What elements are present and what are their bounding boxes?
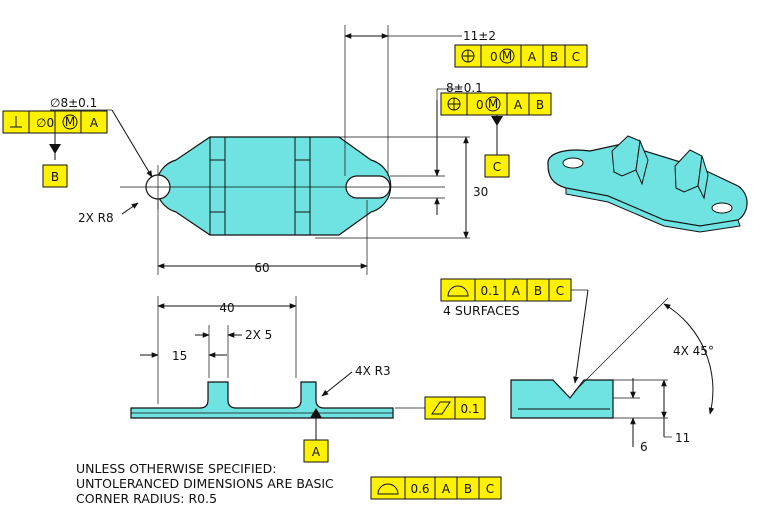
- profile-value: 0.1: [480, 284, 499, 298]
- dim-overall-length: 60: [254, 261, 269, 275]
- fcf-right-modifier: M: [488, 97, 498, 111]
- fcf-perp-datum: A: [90, 116, 99, 130]
- dim-depth: 6: [640, 440, 648, 454]
- profile-ref-a: A: [512, 284, 521, 298]
- fcf-slot-ref-c: C: [572, 50, 580, 64]
- profile-ref-b: B: [534, 284, 542, 298]
- side-view: 0.1 A B C 4 SURFACES 4X 45° 11 6: [440, 278, 715, 454]
- fcf-perp-tol: ∅0: [36, 116, 54, 130]
- fcf-slot-ref-b: B: [550, 50, 558, 64]
- general-profile-ref-a: A: [442, 482, 451, 496]
- general-profile-ref-c: C: [486, 482, 494, 496]
- flatness-value: 0.1: [460, 402, 479, 416]
- dim-height: 11: [675, 431, 690, 445]
- surfaces-note: 4 SURFACES: [443, 303, 520, 318]
- dim-radius-note: 4X R3: [355, 364, 391, 378]
- angle-note: 4X 45°: [673, 344, 714, 358]
- dim-tab-offset: 15: [172, 349, 187, 363]
- general-notes: UNLESS OTHERWISE SPECIFIED: UNTOLERANCED…: [76, 461, 502, 506]
- isometric-view: [547, 135, 748, 233]
- dim-tab-spacing: 40: [219, 301, 234, 315]
- general-profile-ref-b: B: [464, 482, 472, 496]
- dim-hole-right: 8±0.1: [446, 81, 483, 95]
- top-view: 60 30 11±2 8±0.1 ∅8±0.1 2X R8: [50, 25, 496, 275]
- dim-hole-left: ∅8±0.1: [50, 96, 97, 110]
- datum-a: A: [312, 445, 321, 459]
- datum-c: C: [493, 160, 501, 174]
- dim-tab-width: 2X 5: [245, 328, 272, 342]
- profile-ref-c: C: [556, 284, 564, 298]
- top-view-outline: [155, 136, 392, 236]
- datum-b: B: [51, 170, 59, 184]
- dim-overall-height: 30: [473, 185, 488, 199]
- fcf-slot-tol: 0: [490, 50, 498, 64]
- fcf-perp-modifier: M: [65, 115, 75, 129]
- fcf-slot-ref-a: A: [528, 50, 537, 64]
- fcf-position-slot: 0 M A B C: [454, 44, 588, 68]
- dim-end-radius: 2X R8: [78, 211, 114, 225]
- fcf-right-tol: 0: [476, 98, 484, 112]
- fcf-right-ref-b: B: [536, 98, 544, 112]
- general-profile-value: 0.6: [410, 482, 429, 496]
- fcf-slot-modifier: M: [502, 49, 512, 63]
- fcf-right-ref-a: A: [514, 98, 523, 112]
- fcf-perpendicular: ∅0 M A B: [2, 110, 108, 188]
- fcf-position-right: 0 M A B C: [440, 92, 552, 178]
- note-line-2: UNTOLERANCED DIMENSIONS ARE BASIC: [76, 476, 334, 491]
- note-line-3: CORNER RADIUS: R0.5: [76, 491, 217, 506]
- front-view: 40 15 2X 5 4X R3 A 0.1: [130, 296, 486, 463]
- dim-slot: 11±2: [463, 29, 496, 43]
- note-line-1: UNLESS OTHERWISE SPECIFIED:: [76, 461, 276, 476]
